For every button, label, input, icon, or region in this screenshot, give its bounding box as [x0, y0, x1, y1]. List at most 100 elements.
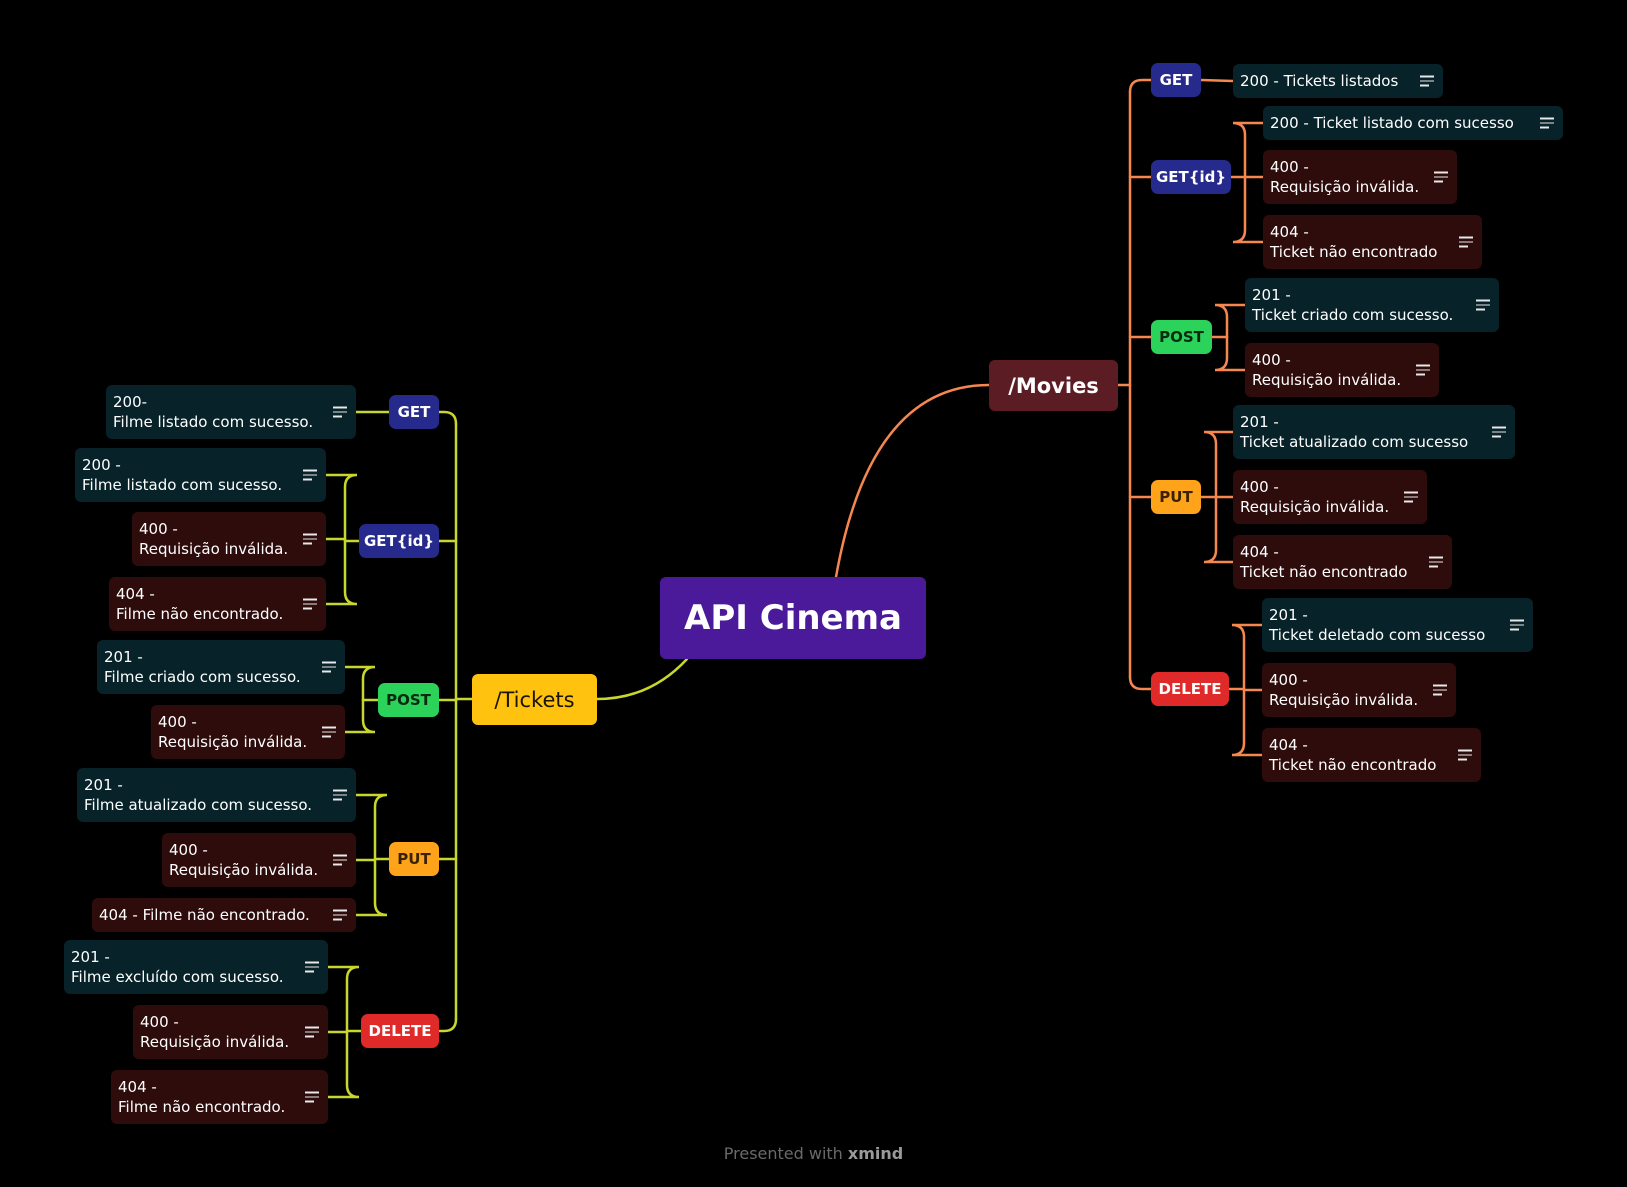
response-note-error[interactable]: 404 - Filme não encontrado.	[92, 898, 356, 932]
response-code: 400 -	[1252, 351, 1291, 369]
response-note-success[interactable]: 200-Filme listado com sucesso.	[106, 385, 356, 439]
response-message: Requisição inválida.	[140, 1033, 290, 1051]
root-topic[interactable]: API Cinema	[660, 577, 926, 659]
branch-tickets-label: /Tickets	[494, 687, 575, 712]
notes-icon[interactable]	[303, 469, 317, 481]
response-code: 200 - Ticket listado com sucesso	[1270, 114, 1514, 132]
notes-icon[interactable]	[1433, 684, 1447, 696]
response-note-success[interactable]: 201 -Ticket criado com sucesso.	[1245, 278, 1499, 332]
method-post-movies[interactable]: POST	[1151, 320, 1212, 354]
response-note-error[interactable]: 400 -Requisição inválida.	[1263, 150, 1457, 204]
method-post-tickets[interactable]: POST	[378, 683, 439, 717]
notes-icon[interactable]	[333, 854, 347, 866]
method-delete-tickets[interactable]: DELETE	[361, 1014, 439, 1048]
response-message: Requisição inválida.	[169, 861, 319, 879]
response-note-error[interactable]: 400 - Requisição inválida.	[1245, 343, 1439, 397]
response-message: Ticket atualizado com sucesso	[1240, 433, 1469, 451]
response-message: Requisição inválida.	[1270, 178, 1420, 196]
response-code: 400 -	[140, 1013, 179, 1031]
notes-icon[interactable]	[305, 1091, 319, 1103]
notes-icon[interactable]	[1420, 75, 1434, 87]
response-note-error[interactable]: 400 -Requisição inválida.	[132, 512, 326, 566]
notes-icon[interactable]	[1540, 117, 1554, 129]
response-note-error[interactable]: 400 - Requisição inválida.	[1233, 470, 1427, 524]
tickets-leaf-link	[326, 965, 360, 1033]
response-note-success[interactable]: 200 - Tickets listados	[1233, 64, 1443, 98]
notes-icon[interactable]	[322, 661, 336, 673]
method-put-movies[interactable]: PUT	[1151, 480, 1201, 514]
response-message: Ticket criado com sucesso.	[1252, 306, 1454, 324]
response-code: 201 -	[104, 648, 143, 666]
movies-leaf-link	[1203, 495, 1235, 564]
method-get-id-tickets[interactable]: GET{id}	[359, 524, 439, 558]
method-put-tickets[interactable]: PUT	[389, 842, 439, 876]
response-note-success[interactable]: 200 - Ticket listado com sucesso	[1263, 106, 1563, 140]
response-note-error[interactable]: 400 -Requisição inválida.	[162, 833, 356, 887]
notes-icon[interactable]	[1404, 491, 1418, 503]
response-code: 400 -	[1240, 478, 1279, 496]
response-note-error[interactable]: 404 -Ticket não encontrado	[1263, 215, 1482, 269]
movies-leaf-link	[1203, 430, 1235, 499]
branch-movies[interactable]: /Movies	[989, 360, 1118, 411]
notes-icon[interactable]	[1476, 299, 1490, 311]
tickets-leaf-link	[326, 1029, 360, 1099]
response-message: Filme excluído com sucesso.	[71, 968, 284, 986]
method-delete-movies[interactable]: DELETE	[1151, 672, 1229, 706]
movies-leaf-link	[1199, 78, 1235, 83]
notes-icon[interactable]	[333, 789, 347, 801]
link-root-tickets	[595, 657, 689, 701]
tickets-leaf-link	[354, 857, 388, 917]
notes-icon[interactable]	[1459, 236, 1473, 248]
response-note-error[interactable]: 400 -Requisição inválida.	[1262, 663, 1456, 717]
notes-icon[interactable]	[333, 909, 347, 921]
notes-icon[interactable]	[322, 726, 336, 738]
response-message: Requisição inválida.	[139, 540, 289, 558]
notes-icon[interactable]	[303, 533, 317, 545]
notes-icon[interactable]	[1492, 426, 1506, 438]
response-message: Filme criado com sucesso.	[104, 668, 301, 686]
notes-icon[interactable]	[1416, 364, 1430, 376]
response-code: 200 - Tickets listados	[1240, 72, 1399, 90]
response-note-error[interactable]: 404 -Ticket não encontrado	[1262, 728, 1481, 782]
tickets-method-link	[437, 410, 458, 426]
notes-icon[interactable]	[1458, 749, 1472, 761]
branch-movies-label: /Movies	[1008, 373, 1099, 398]
response-code: 404 -	[1270, 223, 1309, 241]
response-message: Filme não encontrado.	[118, 1098, 286, 1116]
footer-credit: Presented with xmind	[0, 1144, 1627, 1163]
notes-icon[interactable]	[1510, 619, 1524, 631]
response-code: 400 -	[158, 713, 197, 731]
method-get-tickets[interactable]: GET	[389, 395, 439, 429]
response-message: Ticket não encontrado	[1240, 563, 1408, 581]
response-note-success[interactable]: 201 - Filme criado com sucesso.	[97, 640, 345, 694]
response-note-success[interactable]: 200 -Filme listado com sucesso.	[75, 448, 326, 502]
method-get-movies[interactable]: GET	[1151, 63, 1201, 97]
response-note-error[interactable]: 404 -Filme não encontrado.	[111, 1070, 328, 1124]
response-note-success[interactable]: 201 -Ticket atualizado com sucesso	[1233, 405, 1515, 459]
response-note-success[interactable]: 201 -Filme excluído com sucesso.	[64, 940, 328, 994]
notes-icon[interactable]	[333, 406, 347, 418]
response-message: Requisição inválida.	[1240, 498, 1390, 516]
notes-icon[interactable]	[305, 961, 319, 973]
response-note-error[interactable]: 404 -Filme não encontrado.	[109, 577, 326, 631]
response-code: 400 -	[1269, 671, 1308, 689]
response-code: 404 - Filme não encontrado.	[99, 906, 310, 924]
response-note-success[interactable]: 201 -Ticket deletado com sucesso	[1262, 598, 1533, 652]
response-code: 200-	[113, 393, 148, 411]
response-note-success[interactable]: 201 -Filme atualizado com sucesso.	[77, 768, 356, 822]
response-note-error[interactable]: 404 -Ticket não encontrado	[1233, 535, 1452, 589]
method-get-id-movies[interactable]: GET{id}	[1151, 160, 1231, 194]
response-code: 201 -	[1269, 606, 1308, 624]
branch-tickets[interactable]: /Tickets	[472, 674, 597, 725]
notes-icon[interactable]	[305, 1026, 319, 1038]
movies-method-link	[1128, 675, 1153, 691]
notes-icon[interactable]	[1434, 171, 1448, 183]
notes-icon[interactable]	[1429, 556, 1443, 568]
response-message: Requisição inválida.	[1252, 371, 1402, 389]
tickets-leaf-link	[324, 473, 358, 543]
response-message: Filme listado com sucesso.	[82, 476, 283, 494]
response-note-error[interactable]: 400 -Requisição inválida.	[151, 705, 345, 759]
notes-icon[interactable]	[303, 598, 317, 610]
response-note-error[interactable]: 400 - Requisição inválida.	[133, 1005, 328, 1059]
